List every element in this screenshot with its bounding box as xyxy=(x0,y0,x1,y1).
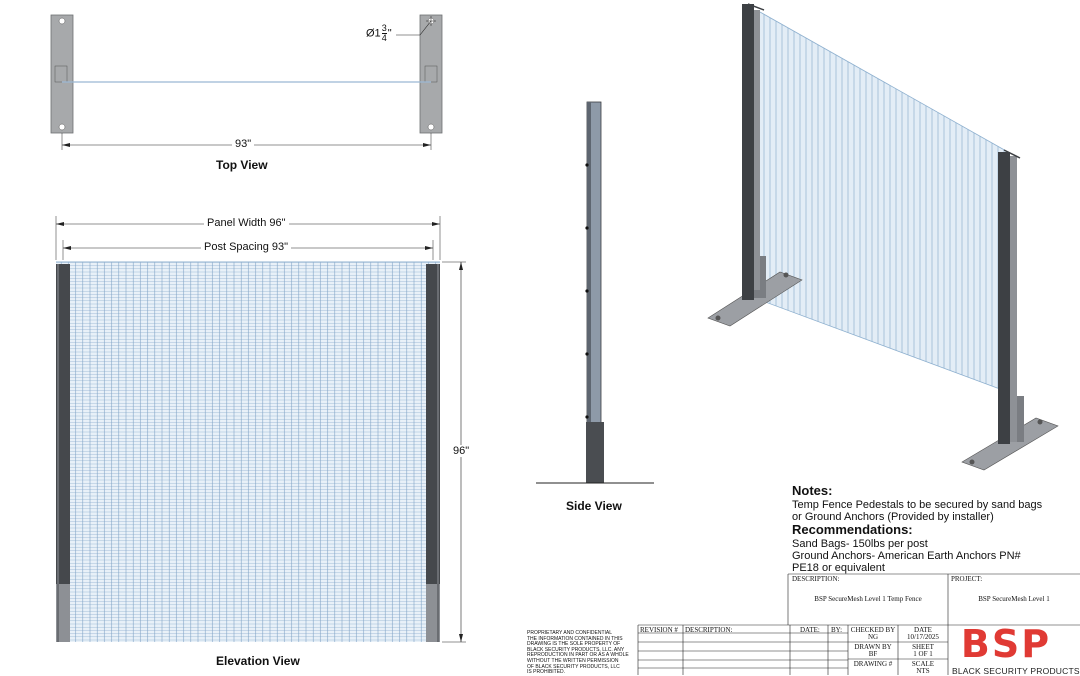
elevation-drawing xyxy=(55,216,466,643)
scale-value: NTS xyxy=(916,667,930,675)
recommendations-heading: Recommendations: xyxy=(792,522,913,537)
description-value: BSP SecureMesh Level 1 Temp Fence xyxy=(814,595,922,603)
description-label: DESCRIPTION: xyxy=(792,575,840,583)
proprietary-line: WITHOUT THE WRITTEN PERMISSION xyxy=(527,658,619,664)
elevation-left-post xyxy=(56,264,70,642)
proprietary-line: IS PROHIBITED. xyxy=(527,669,566,676)
scale-label: SCALE xyxy=(911,660,935,668)
revision-label: REVISION # xyxy=(640,626,678,634)
drawn-by-label: DRAWN BY xyxy=(854,643,892,651)
side-view-pedestal xyxy=(586,422,604,483)
top-view-spacing-dimension: 93" xyxy=(232,138,255,150)
project-value: BSP SecureMesh Level 1 xyxy=(978,595,1050,603)
height-dimension: 96" xyxy=(450,445,473,457)
side-view: Side View xyxy=(520,95,680,525)
panel-width-dimension: Panel Width 96" xyxy=(204,217,289,229)
date-value: 10/17/2025 xyxy=(907,633,939,641)
proprietary-line: BLACK SECURITY PRODUCTS, LLC. ANY xyxy=(527,646,625,653)
proprietary-line: THE INFORMATION CONTAINED IN THIS xyxy=(527,635,623,642)
elevation-view: Panel Width 96" Post Spacing 93" 96" Ele… xyxy=(0,200,500,675)
bsp-logo: BSP BLACK SECURITY PRODUCTS xyxy=(952,622,1080,676)
notes-line-2: or Ground Anchors (Provided by installer… xyxy=(792,511,994,523)
isometric-view xyxy=(707,3,1059,471)
recommendation-line-3: PE18 or equivalent xyxy=(792,562,885,574)
post-diameter-inch: " xyxy=(387,27,392,40)
post-diameter-label: Ø1 xyxy=(366,27,381,40)
drawn-by-value: BF xyxy=(868,650,878,658)
notes-heading: Notes: xyxy=(792,483,833,498)
recommendation-line-2: Ground Anchors- American Earth Anchors P… xyxy=(792,550,1021,562)
isometric-left-post xyxy=(742,4,754,300)
revision-date-label: DATE: xyxy=(800,626,820,634)
proprietary-line: PROPRIETARY AND CONFIDENTIAL xyxy=(527,630,613,636)
bsp-logo-mark: BSP xyxy=(960,622,1052,666)
recommendation-line-1: Sand Bags- 150lbs per post xyxy=(792,538,928,550)
proprietary-line: DRAWING IS THE SOLE PROPERTY OF xyxy=(527,641,621,648)
post-diameter-numerator: 3 xyxy=(381,23,387,34)
isometric-right-post xyxy=(998,152,1010,444)
proprietary-line: REPRODUCTION IN PART OR AS A WHOLE xyxy=(527,652,629,659)
elevation-view-title: Elevation View xyxy=(216,654,300,668)
side-view-drawing xyxy=(536,101,654,484)
revision-description-label: DESCRIPTION: xyxy=(685,626,733,634)
top-view-title: Top View xyxy=(216,158,268,172)
project-label: PROJECT: xyxy=(951,575,983,583)
elevation-right-post xyxy=(426,264,440,642)
revision-by-label: BY: xyxy=(831,626,843,634)
proprietary-line: OF BLACK SECURITY PRODUCTS, LLC xyxy=(527,663,620,670)
drawing-number-label: DRAWING # xyxy=(853,660,893,668)
company-name: BLACK SECURITY PRODUCTS xyxy=(952,666,1080,676)
sheet-value: 1 OF 1 xyxy=(913,650,933,658)
checked-by-value: NG xyxy=(867,633,879,641)
post-spacing-dimension: Post Spacing 93" xyxy=(201,241,292,253)
notes-line-1: Temp Fence Pedestals to be secured by sa… xyxy=(792,499,1043,511)
post-diameter-denominator: 4 xyxy=(381,33,387,43)
date-column-label: DATE xyxy=(914,626,932,634)
side-view-title: Side View xyxy=(566,499,622,513)
sheet-label: SHEET xyxy=(912,643,934,651)
checked-by-label: CHECKED BY xyxy=(850,626,896,634)
top-view-drawing xyxy=(50,14,443,150)
